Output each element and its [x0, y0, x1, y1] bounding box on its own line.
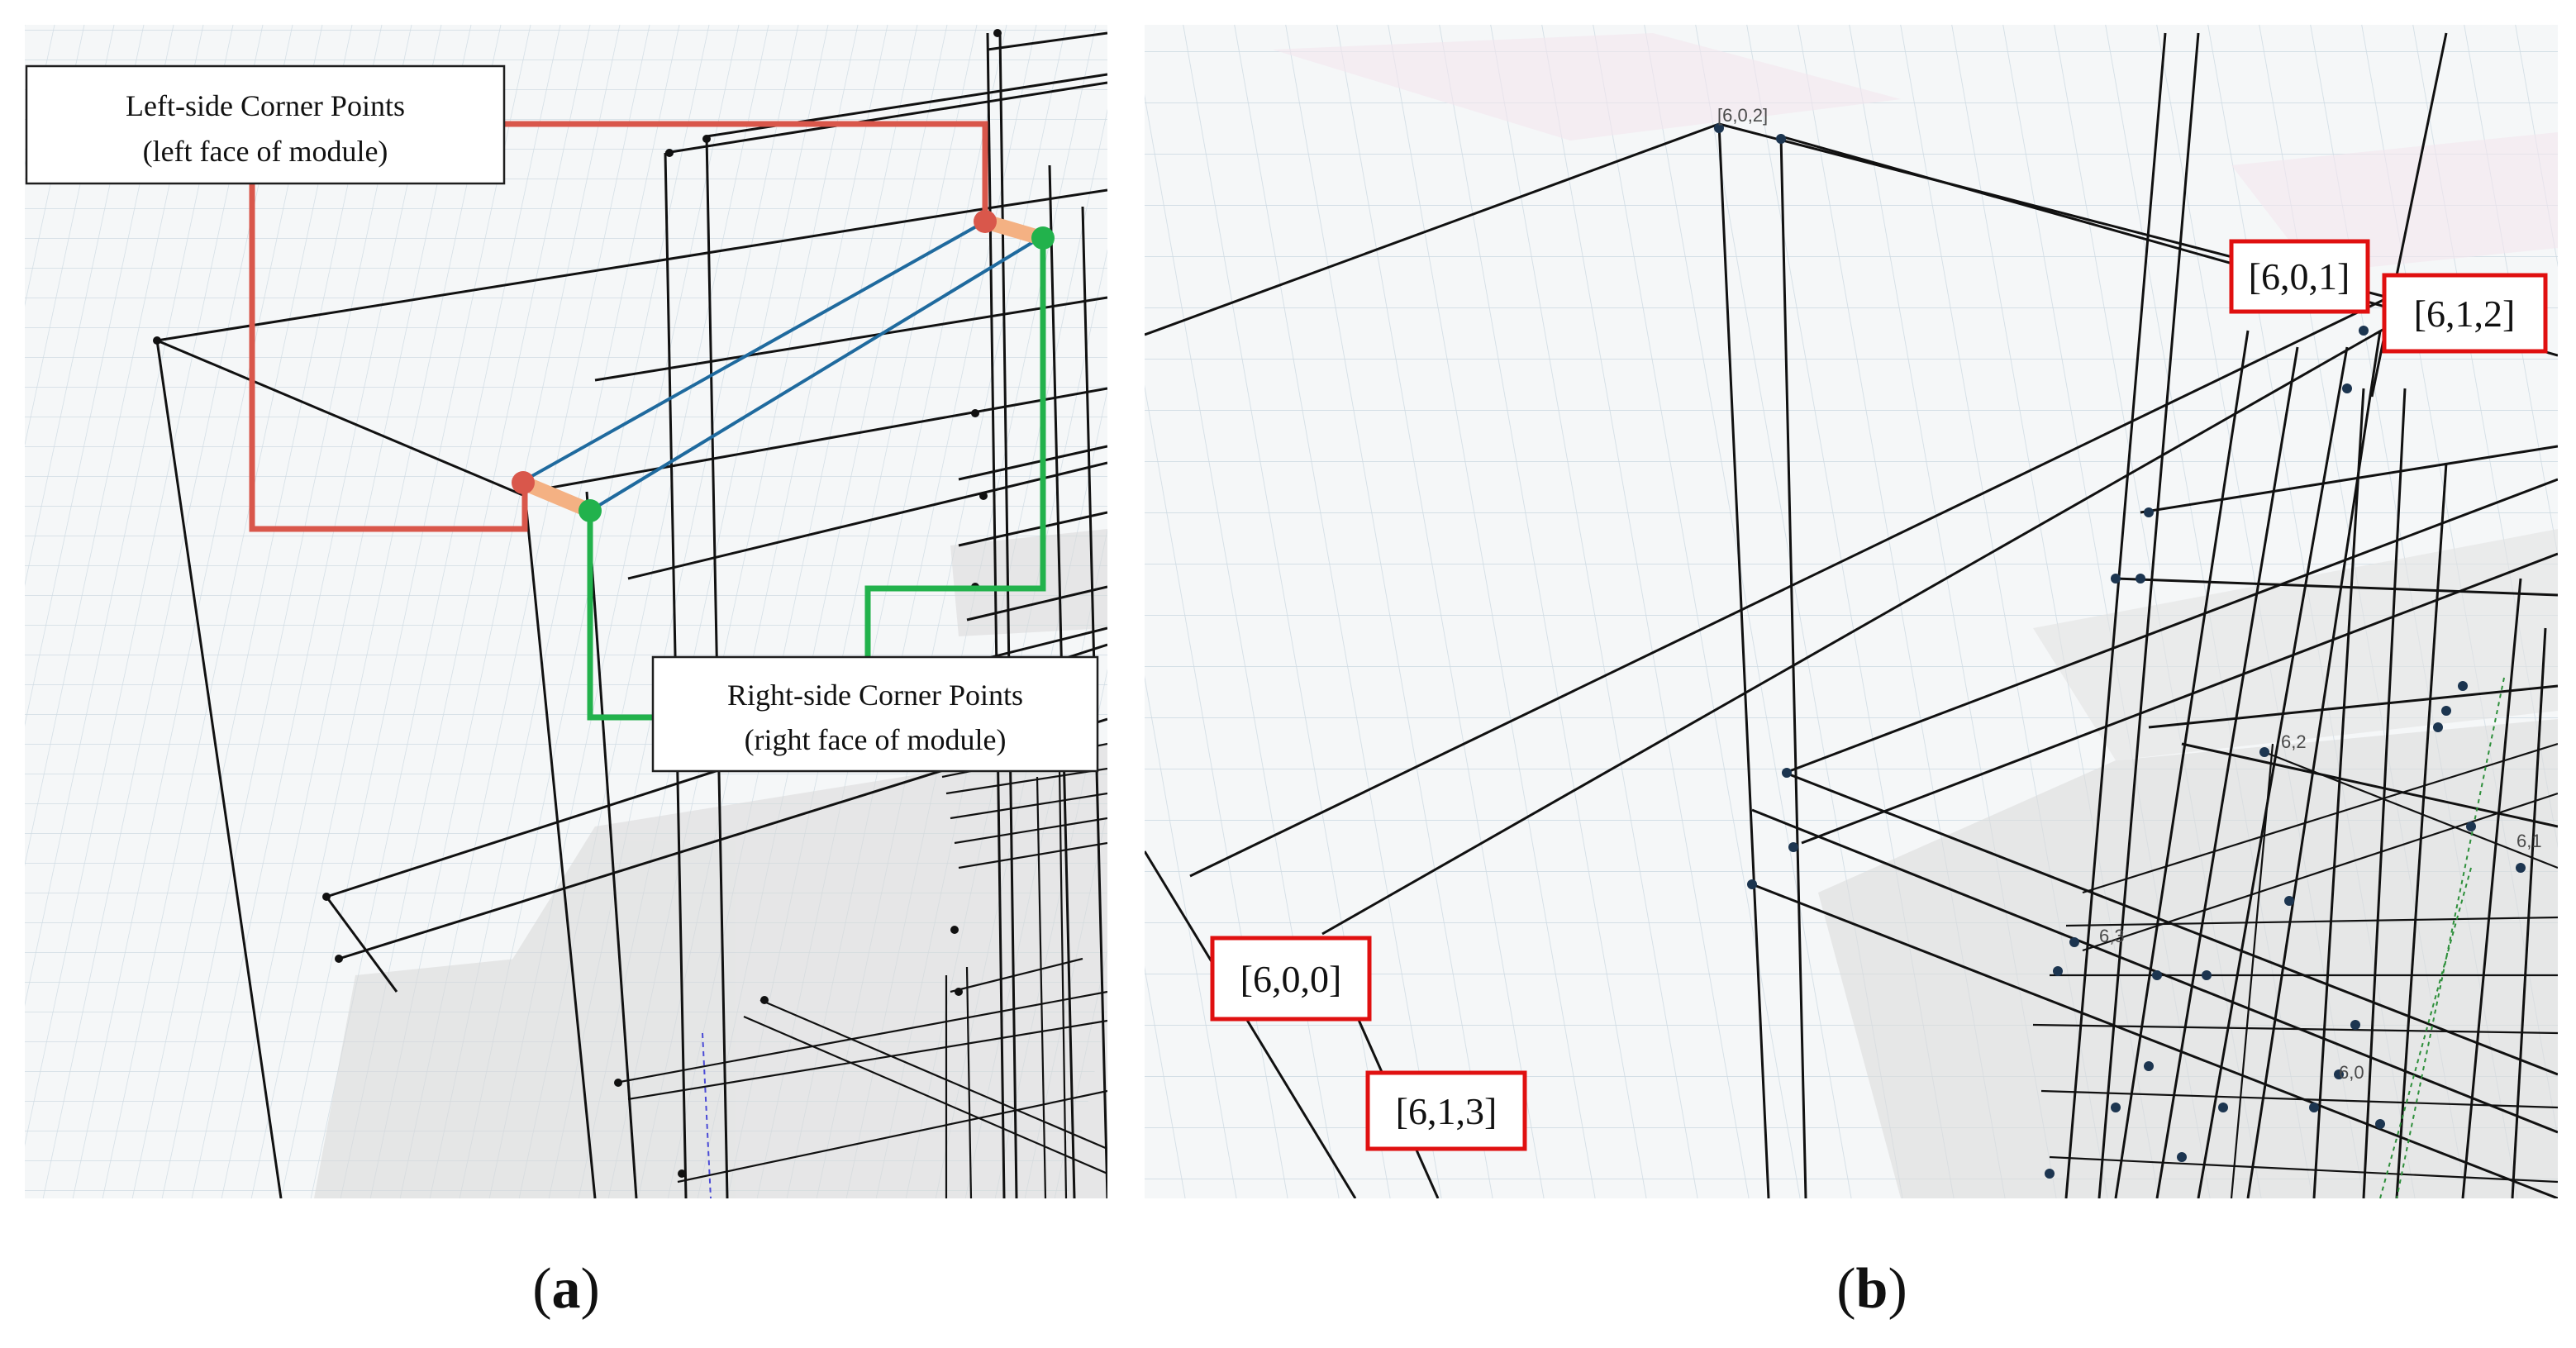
coordinate-tag: [6,0,0] — [1210, 936, 1372, 1022]
panel-a-wireframe — [153, 29, 1107, 1198]
coordinate-tag: [6,1,2] — [2382, 273, 2548, 354]
svg-text:(b): (b) — [1836, 1257, 1907, 1321]
faint-label: 6,3 — [2099, 926, 2125, 946]
caption-letter-b: b — [1856, 1257, 1888, 1321]
right-leader-lines — [587, 238, 1046, 721]
faint-label: 6,0 — [2339, 1062, 2364, 1083]
left-corner-point-icon — [974, 210, 997, 233]
panel-a-shadow-regions — [314, 529, 1107, 1198]
coordinate-tag: [6,1,3] — [1365, 1070, 1527, 1151]
panel-a: Left-side Corner Points (left face of mo… — [25, 25, 1107, 1198]
right-corner-point-icon — [1031, 226, 1055, 250]
panel-b: [6,0,2] 6,2 6,3 6,1 6,0 [6,0,1] [6,1,2] … — [1145, 25, 2558, 1198]
tag-label: [6,0,1] — [2249, 255, 2350, 298]
coordinate-tag: [6,0,1] — [2229, 239, 2370, 314]
left-leader-lines — [249, 121, 988, 532]
tag-label: [6,1,3] — [1396, 1090, 1498, 1132]
svg-text:(a): (a) — [532, 1257, 600, 1321]
faint-label: 6,1 — [2516, 831, 2542, 851]
right-callout-line2: (right face of module) — [745, 723, 1007, 756]
left-callout-line1: Left-side Corner Points — [126, 89, 405, 122]
panel-a-caption: (a) — [532, 1257, 600, 1321]
connector-lines — [522, 220, 1041, 512]
caption-letter-a: a — [552, 1257, 581, 1321]
faint-label: 6,2 — [2281, 731, 2307, 752]
left-corner-point-icon — [512, 471, 535, 494]
right-corner-point-icon — [579, 499, 602, 522]
left-callout-line2: (left face of module) — [143, 135, 388, 168]
right-callout-line1: Right-side Corner Points — [727, 679, 1023, 712]
left-side-callout: Left-side Corner Points (left face of mo… — [25, 64, 506, 185]
panel-b-caption: (b) — [1836, 1257, 1907, 1321]
faint-coordinate-labels: [6,0,2] 6,2 6,3 6,1 6,0 — [1717, 105, 2542, 1083]
right-side-callout: Right-side Corner Points (right face of … — [651, 655, 1099, 773]
faint-label: [6,0,2] — [1717, 105, 1768, 126]
tag-label: [6,0,0] — [1240, 958, 1342, 1000]
tag-label: [6,1,2] — [2414, 293, 2516, 335]
